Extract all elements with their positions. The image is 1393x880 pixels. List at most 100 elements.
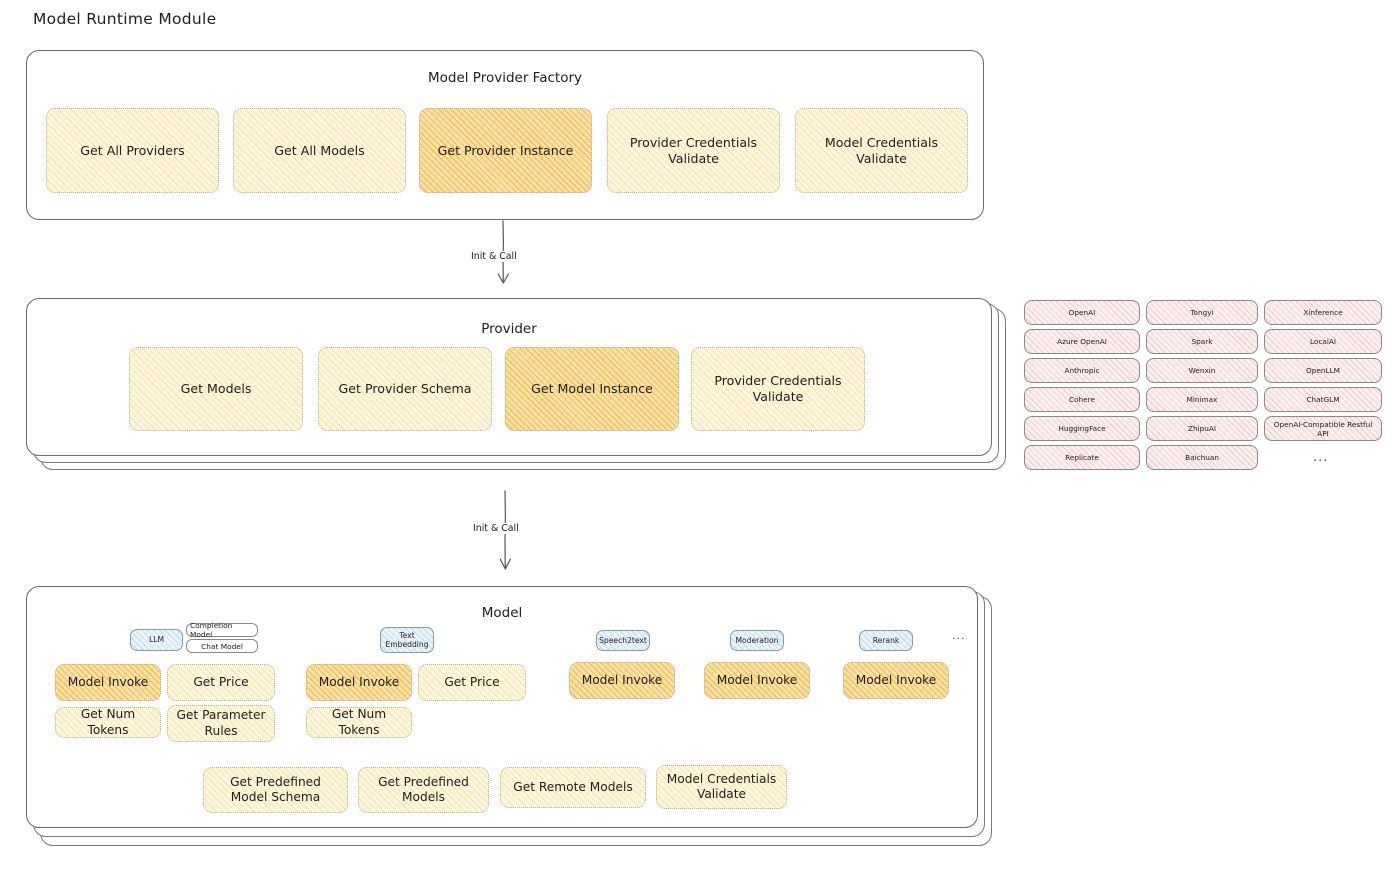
provider-op-get-models[interactable]: Get Models [129, 347, 303, 431]
sub-badge-label: Chat Model [201, 641, 243, 651]
chip-label: LocalAI [1309, 337, 1337, 346]
chip-label: Xinference [1303, 308, 1343, 317]
chip-label: Anthropic [1064, 366, 1100, 375]
model-type-badge-llm[interactable]: LLM [130, 629, 183, 651]
op-label: Get All Models [274, 142, 365, 158]
op-label: Model Credentials Validate [824, 134, 939, 166]
badge-label: LLM [148, 635, 164, 645]
provider-title: Provider [481, 321, 537, 337]
chip-label: Minimax [1186, 395, 1218, 404]
factory-op-model-credentials-validate[interactable]: Model Credentials Validate [795, 108, 968, 193]
op-label: Get Predefined Models [378, 774, 469, 804]
model-sub-badge-chat-model[interactable]: Chat Model [186, 639, 258, 653]
provider-chip-replicate[interactable]: Replicate [1024, 445, 1140, 470]
badge-label: Speech2text [599, 635, 647, 645]
sub-badge-label: Completion Model [190, 621, 233, 639]
chip-label: Cohere [1068, 395, 1095, 404]
provider-chip-openllm[interactable]: OpenLLM [1264, 358, 1382, 383]
chip-label: Azure OpenAI [1057, 337, 1107, 346]
op-label: Model Invoke [67, 674, 149, 689]
arrow-icon [499, 490, 511, 570]
op-label: Get Predefined Model Schema [230, 774, 321, 804]
provider-list-more: ... [1313, 450, 1329, 465]
model-title: Model [481, 605, 523, 621]
model-op-model-credentials-validate[interactable]: Model Credentials Validate [656, 765, 787, 809]
op-label: Get Price [193, 674, 249, 689]
model-op-get-predefined-models[interactable]: Get Predefined Models [358, 767, 489, 813]
provider-op-provider-credentials-validate[interactable]: Provider Credentials Validate [691, 347, 865, 431]
op-label: Get Price [444, 674, 500, 689]
op-label: Get Provider Schema [338, 381, 472, 397]
chip-label: ChatGLM [1306, 395, 1340, 404]
model-type-badge-text-embedding[interactable]: Text Embedding [380, 627, 434, 653]
model-op-get-remote-models[interactable]: Get Remote Models [500, 767, 646, 808]
model-types-more: ... [952, 629, 966, 642]
llm-op-model-invoke[interactable]: Model Invoke [55, 664, 161, 701]
provider-panel: Provider Get Models Get Provider Schema … [26, 298, 992, 456]
model-sub-badge-completion-model[interactable]: Completion Model [186, 621, 258, 639]
op-label: Get Num Tokens [331, 707, 387, 737]
provider-chip-wenxin[interactable]: Wenxin [1146, 358, 1258, 383]
op-label: Get Remote Models [513, 779, 633, 794]
op-label: Get Model Instance [531, 381, 653, 397]
provider-op-get-provider-schema[interactable]: Get Provider Schema [318, 347, 492, 431]
factory-op-get-all-models[interactable]: Get All Models [233, 108, 406, 193]
provider-chip-localai[interactable]: LocalAI [1264, 329, 1382, 354]
arrow-label: Init & Call [470, 523, 522, 534]
factory-op-provider-credentials-validate[interactable]: Provider Credentials Validate [607, 108, 780, 193]
badge-label: Rerank [872, 635, 900, 645]
provider-op-get-model-instance[interactable]: Get Model Instance [505, 347, 679, 431]
provider-chip-baichuan[interactable]: Baichuan [1146, 445, 1258, 470]
arrow-factory-to-provider: Init & Call [468, 220, 550, 300]
provider-chip-openai-compatible-restful-api[interactable]: OpenAI-Compatible Restful API [1264, 416, 1382, 441]
model-panel: Model LLM Completion Model Chat Model Mo… [26, 586, 978, 828]
text-embedding-op-get-price[interactable]: Get Price [418, 664, 526, 701]
op-label: Get Provider Instance [437, 142, 574, 158]
op-label: Get Num Tokens [80, 707, 136, 737]
op-label: Provider Credentials Validate [629, 134, 758, 166]
provider-chip-chatglm[interactable]: ChatGLM [1264, 387, 1382, 412]
model-provider-factory-panel: Model Provider Factory Get All Providers… [26, 50, 984, 220]
provider-chip-anthropic[interactable]: Anthropic [1024, 358, 1140, 383]
op-label: Model Invoke [716, 672, 798, 687]
chip-label: Spark [1191, 337, 1213, 346]
provider-chip-spark[interactable]: Spark [1146, 329, 1258, 354]
op-label: Model Invoke [855, 672, 937, 687]
factory-title: Model Provider Factory [427, 70, 582, 86]
llm-op-get-parameter-rules[interactable]: Get Parameter Rules [167, 705, 275, 742]
provider-chip-huggingface[interactable]: HuggingFace [1024, 416, 1140, 441]
op-label: Provider Credentials Validate [714, 373, 842, 404]
factory-op-get-provider-instance[interactable]: Get Provider Instance [419, 108, 592, 193]
chip-label: HuggingFace [1058, 424, 1106, 433]
provider-chip-tongyi[interactable]: Tongyi [1146, 300, 1258, 325]
model-type-badge-moderation[interactable]: Moderation [730, 630, 784, 651]
op-label: Get All Providers [80, 142, 185, 158]
provider-chip-minimax[interactable]: Minimax [1146, 387, 1258, 412]
chip-label: OpenAI [1068, 308, 1096, 317]
llm-op-get-num-tokens[interactable]: Get Num Tokens [55, 707, 161, 738]
op-label: Model Credentials Validate [666, 771, 777, 801]
badge-label: Text Embedding [385, 630, 429, 649]
model-op-get-predefined-model-schema[interactable]: Get Predefined Model Schema [203, 767, 348, 813]
badge-label: Moderation [735, 635, 779, 645]
arrow-label: Init & Call [468, 251, 520, 262]
chip-label: Wenxin [1188, 366, 1216, 375]
model-type-badge-speech2text[interactable]: Speech2text [596, 630, 650, 651]
text-embedding-op-get-num-tokens[interactable]: Get Num Tokens [306, 707, 412, 738]
text-embedding-op-model-invoke[interactable]: Model Invoke [306, 664, 412, 701]
llm-op-get-price[interactable]: Get Price [167, 664, 275, 701]
op-label: Get Parameter Rules [176, 708, 266, 738]
chip-label: ZhipuAI [1187, 424, 1217, 433]
op-label: Get Models [180, 381, 252, 397]
moderation-op-model-invoke[interactable]: Model Invoke [704, 662, 810, 699]
model-type-badge-rerank[interactable]: Rerank [859, 630, 913, 651]
arrow-provider-to-model: Init & Call [470, 490, 552, 585]
factory-op-get-all-providers[interactable]: Get All Providers [46, 108, 219, 193]
provider-chip-azure-openai[interactable]: Azure OpenAI [1024, 329, 1140, 354]
provider-chip-openai[interactable]: OpenAI [1024, 300, 1140, 325]
rerank-op-model-invoke[interactable]: Model Invoke [843, 662, 949, 699]
provider-chip-xinference[interactable]: Xinference [1264, 300, 1382, 325]
provider-chip-zhipuai[interactable]: ZhipuAI [1146, 416, 1258, 441]
speech2text-op-model-invoke[interactable]: Model Invoke [569, 662, 675, 699]
provider-chip-cohere[interactable]: Cohere [1024, 387, 1140, 412]
